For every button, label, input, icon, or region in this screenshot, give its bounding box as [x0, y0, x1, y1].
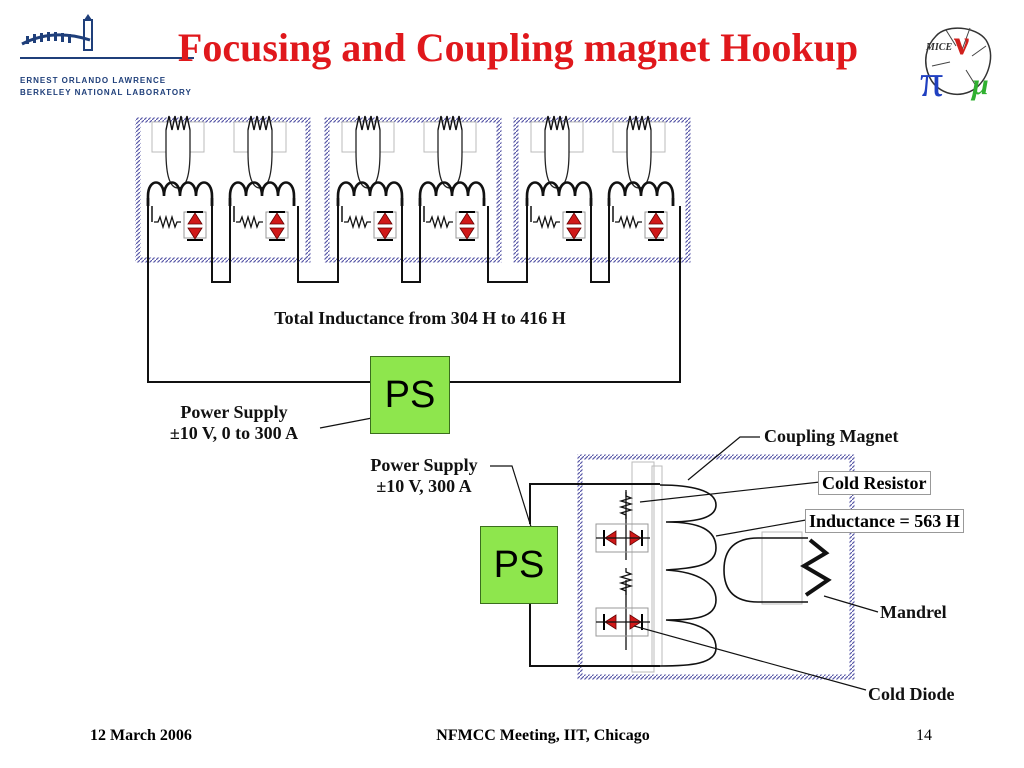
- lbnl-logo-line1: ERNEST ORLANDO LAWRENCE: [20, 76, 167, 85]
- footer-page-number: 14: [916, 727, 932, 744]
- lbnl-logo: ERNEST ORLANDO LAWRENCE BERKELEY NATIONA…: [18, 14, 198, 102]
- focus-coil-enclosure-1: [135, 117, 311, 263]
- focus-coil-unit-6: [609, 116, 673, 240]
- focus-coil-unit-5: [527, 116, 591, 240]
- power-supply-1-rating: ±10 V, 0 to 300 A: [169, 423, 299, 443]
- cold-diode-label: Cold Diode: [868, 684, 955, 704]
- focus-coil-unit-1: [148, 116, 212, 240]
- ps1-leader: [319, 417, 373, 429]
- coupling-leaders: [490, 436, 879, 691]
- mice-logo-icon: MICE ν π μ: [920, 25, 992, 106]
- power-supply-1-name: Power Supply: [180, 402, 288, 422]
- power-supply-2-box: PS: [480, 526, 558, 604]
- power-supply-1-label: PS: [384, 373, 436, 416]
- coupling-magnet-label: Coupling Magnet: [764, 426, 899, 446]
- coupling-circuit-wiring: [529, 483, 660, 667]
- mandrel: [723, 531, 832, 605]
- focus-coil-unit-2: [230, 116, 294, 240]
- mice-pi-glyph: π: [920, 55, 943, 106]
- footer-meeting: NFMCC Meeting, IIT, Chicago: [436, 727, 650, 744]
- coupling-resistor-2: [620, 567, 632, 596]
- power-supply-2-spec: Power Supply ±10 V, 300 A: [355, 455, 493, 497]
- coupling-diode-pair-2: [595, 607, 650, 637]
- cold-resistor-label: Cold Resistor: [818, 471, 931, 495]
- power-supply-2-name: Power Supply: [370, 455, 478, 475]
- power-supply-2-rating: ±10 V, 300 A: [376, 476, 472, 496]
- coupling-diode-pair-1: [595, 523, 650, 553]
- mice-nu-glyph: ν: [953, 25, 969, 62]
- footer-date: 12 March 2006: [90, 727, 192, 744]
- total-inductance-label: Total Inductance from 304 H to 416 H: [274, 308, 566, 328]
- mice-mu-glyph: μ: [970, 68, 989, 101]
- inductance-label: Inductance = 563 H: [805, 509, 964, 533]
- mice-logo: MICE ν π μ: [916, 16, 1008, 106]
- lbnl-building-icon: [20, 14, 194, 59]
- coupling-resistor-1: [620, 491, 632, 520]
- lbnl-logo-line2: BERKELEY NATIONAL LABORATORY: [20, 88, 192, 97]
- mice-logo-text: MICE: [925, 42, 952, 53]
- power-supply-2-label: PS: [493, 543, 545, 586]
- mandrel-label: Mandrel: [880, 602, 947, 622]
- focus-coil-enclosure-3: [513, 117, 691, 263]
- slide-title: Focusing and Coupling magnet Hookup: [177, 25, 859, 70]
- power-supply-1-spec: Power Supply ±10 V, 0 to 300 A: [150, 402, 318, 444]
- focus-coil-unit-3: [338, 116, 402, 240]
- focus-coil-unit-4: [420, 116, 484, 240]
- power-supply-1-box: PS: [370, 356, 450, 434]
- focus-coil-enclosure-2: [324, 117, 502, 263]
- coupling-magnet-coil: [631, 461, 717, 673]
- top-circuit-wiring: [147, 206, 681, 383]
